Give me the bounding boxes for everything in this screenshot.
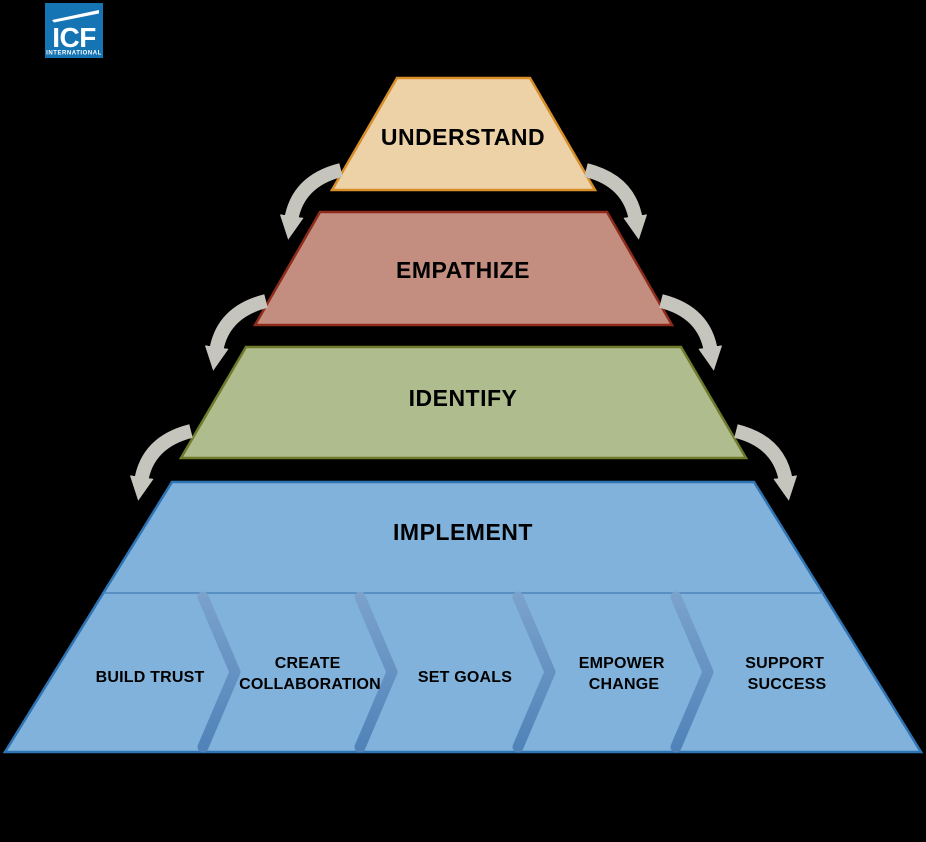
step-label-empower-change: EMPOWER CHANGE xyxy=(579,655,670,693)
step-label-line: CHANGE xyxy=(589,676,660,693)
level-label-identify: IDENTIFY xyxy=(409,385,518,411)
level-label-implement: IMPLEMENT xyxy=(393,519,533,545)
step-label-line: SUPPORT xyxy=(745,655,824,672)
arrow-down-right-1 xyxy=(584,163,648,240)
chevron-separator-1 xyxy=(197,591,241,753)
pyramid-level-understand xyxy=(329,76,598,192)
step-label-line: SUCCESS xyxy=(748,676,827,693)
logo-swoosh-icon xyxy=(52,10,99,23)
logo-subtitle-text: INTERNATIONAL xyxy=(46,51,102,57)
step-label-build-trust: BUILD TRUST xyxy=(96,669,205,686)
step-label-set-goals: SET GOALS xyxy=(418,669,512,686)
level-label-understand: UNDERSTAND xyxy=(381,124,545,150)
pyramid-level-empathize xyxy=(252,210,675,327)
chevron-separator-2 xyxy=(354,591,398,753)
arrow-down-left-1 xyxy=(279,163,343,240)
step-label-line: CREATE xyxy=(275,655,341,672)
arrow-down-right-3 xyxy=(734,424,798,501)
arrow-down-left-2 xyxy=(204,294,268,371)
logo-brand-text: ICF xyxy=(52,22,96,53)
step-label-line: COLLABORATION xyxy=(239,676,381,693)
chevron-separator-4 xyxy=(670,591,714,753)
icf-logo: ICF INTERNATIONAL xyxy=(45,3,103,58)
pyramid-level-identify xyxy=(178,345,749,460)
step-label-line: EMPOWER xyxy=(579,655,665,672)
level-label-empathize: EMPATHIZE xyxy=(396,257,530,283)
step-label-create-collaboration: CREATE COLLABORATION xyxy=(239,655,381,693)
chevron-separator-3 xyxy=(512,591,556,753)
arrow-down-right-2 xyxy=(659,294,723,371)
step-label-support-success: SUPPORT SUCCESS xyxy=(745,655,828,693)
arrow-down-left-3 xyxy=(129,424,193,501)
